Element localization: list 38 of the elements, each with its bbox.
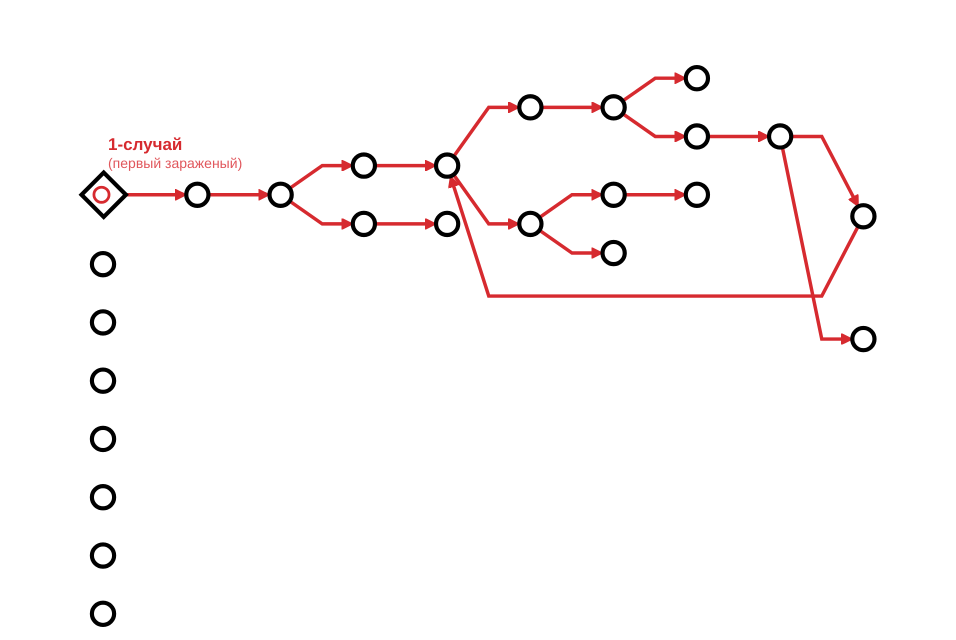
node-circle: [850, 326, 877, 352]
arrow: [452, 101, 520, 158]
node-circle: [684, 182, 710, 208]
node-circle: [600, 240, 627, 266]
node-circle: [684, 65, 710, 92]
arrow: [125, 188, 187, 201]
node-circle: [684, 123, 710, 150]
node-circle: [90, 368, 116, 394]
node-circle: [267, 182, 294, 208]
node-circle: [766, 123, 794, 150]
arrow: [448, 176, 860, 298]
arrow: [622, 72, 686, 102]
arrow: [624, 188, 686, 201]
case-note: (первый зараженый): [108, 154, 242, 171]
node-circle: [434, 152, 460, 179]
node-circle: [90, 250, 116, 278]
arrow: [288, 160, 354, 190]
node-circle: [90, 484, 116, 510]
node-circle: [850, 203, 877, 230]
node-circle: [90, 426, 116, 452]
arrow: [288, 200, 354, 230]
node-circle: [90, 542, 116, 569]
node-circle: [90, 309, 116, 336]
node-circle: [350, 152, 378, 179]
node-circle: [434, 210, 460, 238]
node-circle: [90, 600, 116, 627]
node-circle: [350, 210, 378, 238]
arrow: [622, 112, 686, 143]
node-circle: [600, 94, 627, 121]
case-heading: 1-случай: [108, 135, 184, 155]
node-circle: [517, 210, 544, 238]
arrow: [791, 134, 859, 207]
node-diamond: [78, 170, 129, 220]
arrow: [452, 174, 520, 230]
node-circle: [517, 94, 544, 121]
node-circle: [600, 182, 627, 208]
node-circle: [184, 182, 211, 208]
arrow: [780, 147, 853, 346]
